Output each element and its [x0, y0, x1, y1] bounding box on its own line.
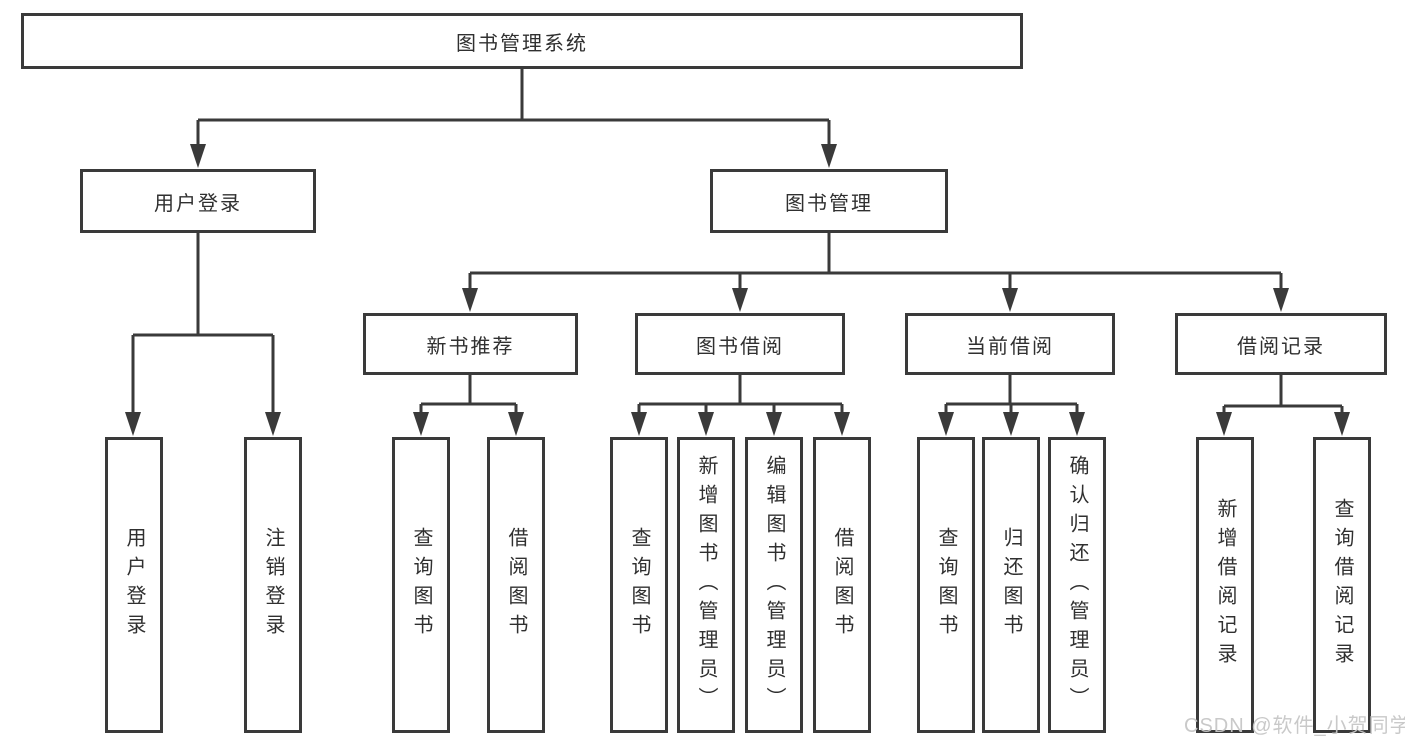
- leaf-borrow-books-recommend: 借阅图书: [487, 437, 545, 733]
- node-label: 图书管理系统: [456, 32, 588, 55]
- node-label: 图书借阅: [696, 335, 784, 358]
- leaf-add-book-admin: 新增图书（管理员）: [677, 437, 735, 733]
- node-label: 新书推荐: [426, 335, 515, 358]
- node-book-management: 图书管理: [710, 169, 948, 233]
- node-library-management-system: 图书管理系统: [21, 13, 1023, 69]
- node-label: 用户登录: [154, 192, 242, 215]
- node-label: 归还图书: [1000, 527, 1022, 643]
- node-label: 查询借阅记录: [1331, 498, 1353, 672]
- leaf-query-books-borrowing: 查询图书: [610, 437, 668, 733]
- node-borrowing-records: 借阅记录: [1175, 313, 1387, 375]
- node-label: 注销登录: [262, 527, 284, 643]
- node-label: 查询图书: [935, 527, 957, 643]
- leaf-confirm-return-admin: 确认归还（管理员）: [1048, 437, 1106, 733]
- node-label: 新增图书（管理员）: [695, 454, 717, 716]
- node-label: 当前借阅: [966, 335, 1054, 358]
- leaf-return-book: 归还图书: [982, 437, 1040, 733]
- node-new-book-recommendation: 新书推荐: [363, 313, 578, 375]
- node-current-borrowing: 当前借阅: [905, 313, 1115, 375]
- node-label: 编辑图书（管理员）: [763, 454, 785, 716]
- leaf-add-borrow-record: 新增借阅记录: [1196, 437, 1254, 733]
- node-label: 借阅图书: [831, 527, 853, 643]
- node-user-login: 用户登录: [80, 169, 316, 233]
- node-label: 用户登录: [123, 527, 145, 643]
- leaf-user-login: 用户登录: [105, 437, 163, 733]
- arrowheads: [125, 144, 1350, 436]
- node-label: 新增借阅记录: [1214, 498, 1236, 672]
- leaf-borrow-books-borrowing: 借阅图书: [813, 437, 871, 733]
- node-label: 借阅图书: [505, 527, 527, 643]
- leaf-query-books-recommend: 查询图书: [392, 437, 450, 733]
- node-label: 图书管理: [785, 192, 873, 215]
- node-label: 查询图书: [628, 527, 650, 643]
- leaf-query-books-current: 查询图书: [917, 437, 975, 733]
- csdn-watermark: CSDN @软件_小贺同学: [1184, 715, 1405, 737]
- leaf-edit-book-admin: 编辑图书（管理员）: [745, 437, 803, 733]
- node-label: 查询图书: [410, 527, 432, 643]
- node-book-borrowing: 图书借阅: [635, 313, 845, 375]
- node-label: 确认归还（管理员）: [1066, 454, 1088, 716]
- leaf-logout: 注销登录: [244, 437, 302, 733]
- leaf-query-borrow-record: 查询借阅记录: [1313, 437, 1371, 733]
- node-label: 借阅记录: [1237, 335, 1325, 358]
